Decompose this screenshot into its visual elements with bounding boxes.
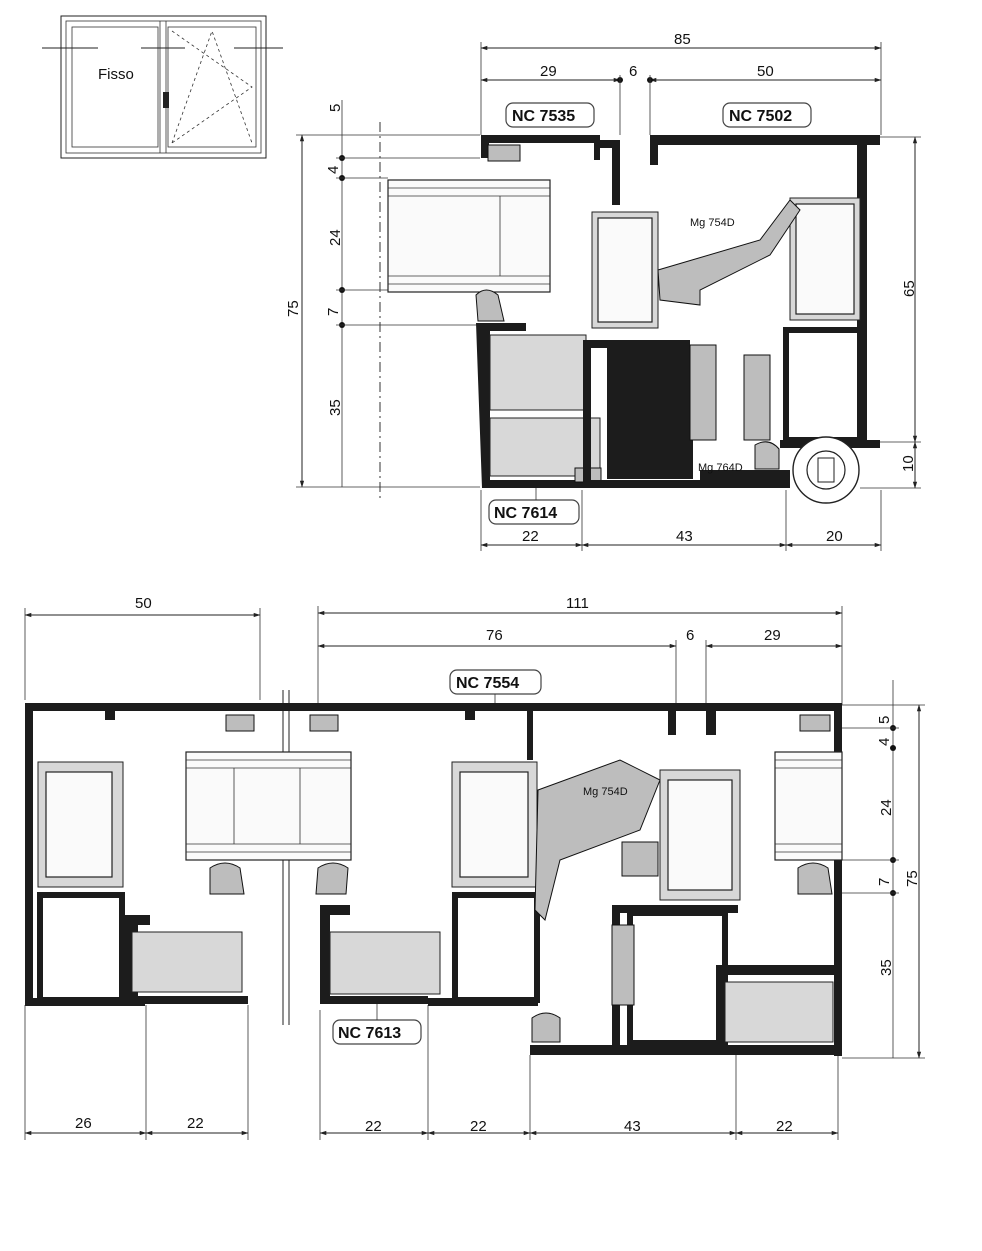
dim-top-c: 50 (757, 63, 774, 80)
dim-left-35: 35 (327, 399, 344, 416)
code-nc7554: NC 7554 (456, 675, 519, 692)
dim-top-a: 29 (540, 63, 557, 80)
code-nc7614: NC 7614 (494, 505, 557, 522)
dim-bot-bottom-e: 43 (624, 1118, 641, 1135)
dim-top-b: 6 (629, 63, 637, 80)
dim-bot-right-total: 75 (904, 870, 921, 887)
dim-bot-bottom-b: 22 (187, 1115, 204, 1132)
code-nc7502: NC 7502 (729, 108, 792, 125)
dim-bot-right-24: 24 (878, 799, 895, 816)
window-elevation: Fisso (42, 15, 283, 159)
dim-bot-right-4: 4 (876, 738, 893, 746)
dim-left-total: 75 (285, 300, 302, 317)
gasket-mg764d: Mg 764D (698, 462, 743, 474)
gasket-mg754d-bottom: Mg 754D (583, 786, 628, 798)
dim-bottom-b: 43 (676, 528, 693, 545)
dim-bot-right-5: 5 (876, 716, 893, 724)
dim-bot-left-width: 50 (135, 595, 152, 612)
dim-bot-right-35: 35 (878, 959, 895, 976)
dim-bot-b: 6 (686, 627, 694, 644)
dim-bot-overall: 111 (566, 595, 589, 612)
dim-right-10: 10 (900, 455, 917, 472)
sash-profile (583, 135, 880, 488)
glass-unit (387, 179, 551, 293)
gasket-mg754d-top: Mg 754D (690, 217, 735, 229)
dim-bottom-a: 22 (522, 528, 539, 545)
dim-left-24: 24 (327, 229, 344, 246)
dim-left-7: 7 (325, 308, 342, 316)
fixed-label: Fisso (98, 66, 134, 83)
dim-right-65: 65 (901, 280, 918, 297)
dim-bot-bottom-a: 26 (75, 1115, 92, 1132)
dim-left-4: 4 (325, 166, 342, 174)
dim-top-overall: 85 (674, 31, 691, 48)
top-section: 85 29 6 50 75 5 4 24 7 35 65 10 (285, 31, 921, 551)
dim-bot-c: 29 (764, 627, 781, 644)
dim-left-5: 5 (327, 104, 344, 112)
hinge-icon (792, 436, 860, 504)
dim-bot-bottom-f: 22 (776, 1118, 793, 1135)
dim-bot-a: 76 (486, 627, 503, 644)
dim-bot-bottom-c: 22 (365, 1118, 382, 1135)
dim-bot-bottom-d: 22 (470, 1118, 487, 1135)
code-nc7535: NC 7535 (512, 108, 575, 125)
bottom-section: 50 111 76 6 29 75 5 4 24 7 35 (24, 595, 925, 1140)
dim-bottom-c: 20 (826, 528, 843, 545)
dim-bot-right-7: 7 (876, 878, 893, 886)
code-nc7613: NC 7613 (338, 1025, 401, 1042)
handle-icon (163, 92, 169, 108)
